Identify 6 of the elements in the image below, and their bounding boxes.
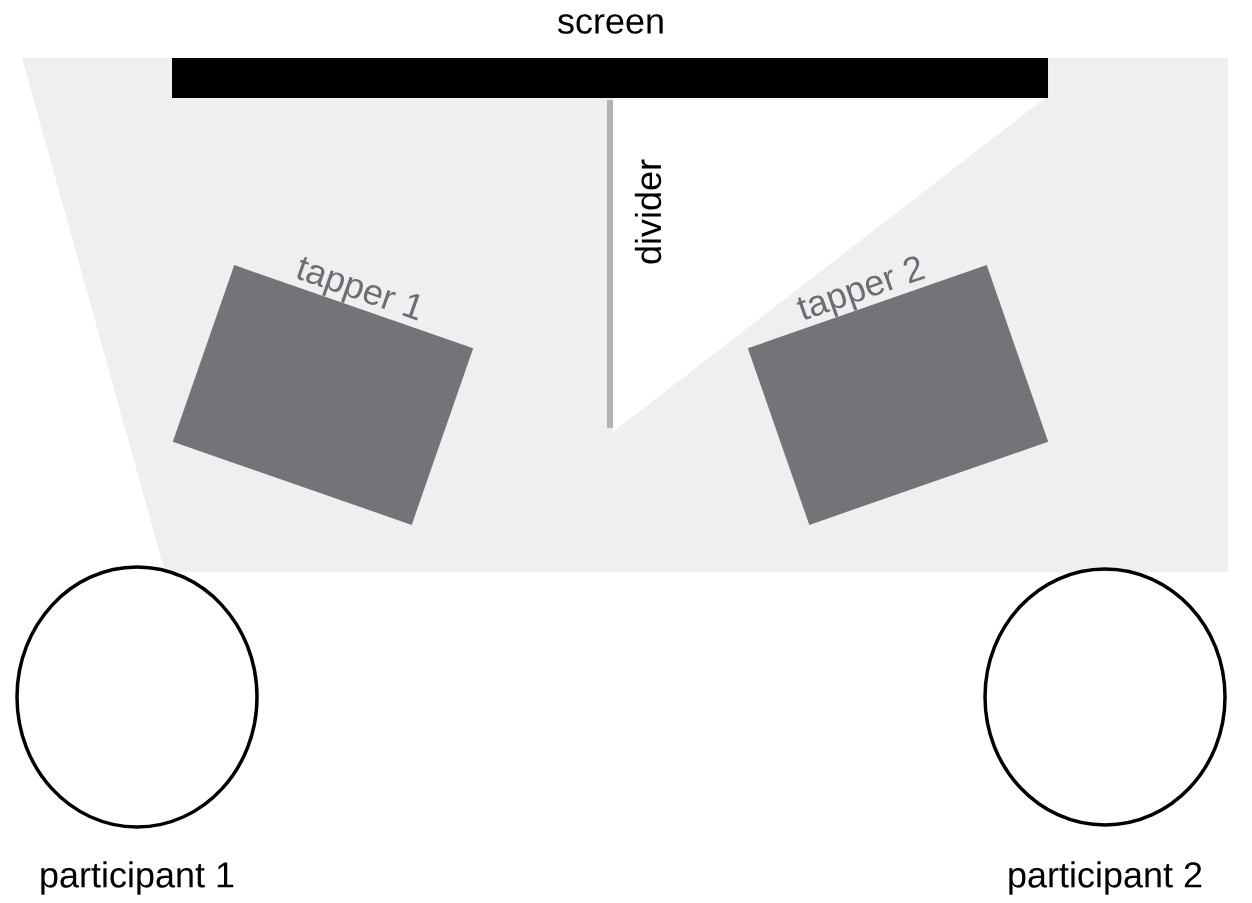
screen-bar: screen <box>172 14 1048 98</box>
node-label: participant 2 <box>1009 861 1202 895</box>
tapper-pad: tapper 2 <box>747 256 1049 525</box>
node-label: participant 1 <box>41 861 234 895</box>
tapper-pad: tapper 1 <box>172 256 474 525</box>
node-label: screen <box>557 14 663 34</box>
